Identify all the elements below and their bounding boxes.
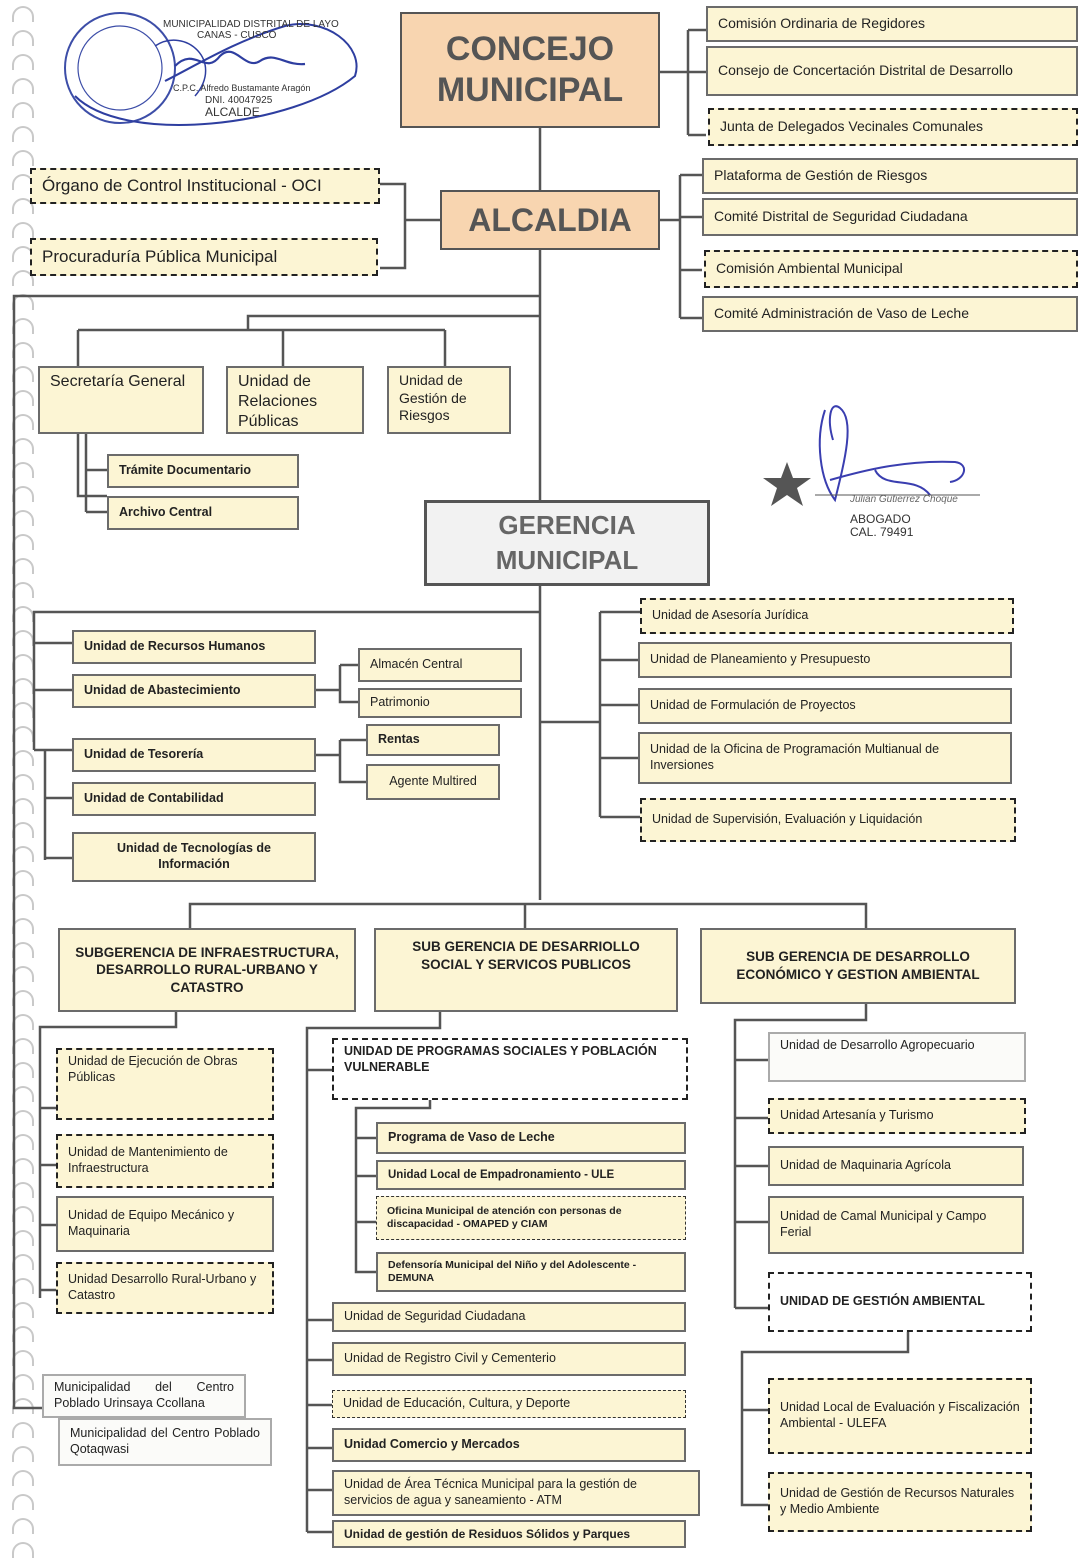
educacion-cultura: Unidad de Educación, Cultura, y Deporte xyxy=(332,1390,686,1418)
binding-ring-icon xyxy=(12,1446,34,1462)
stamp-abogado-role: ABOGADO xyxy=(850,512,911,526)
binding-ring-icon xyxy=(12,1422,34,1438)
binding-ring-icon xyxy=(12,6,34,22)
recursos-naturales: Unidad de Gestión de Recursos Naturales … xyxy=(768,1472,1032,1532)
concejo-committee: Consejo de Concertación Distrital de Des… xyxy=(706,46,1078,96)
binding-ring-icon xyxy=(12,1494,34,1510)
vaso-de-leche: Programa de Vaso de Leche xyxy=(376,1122,686,1154)
formulacion-proyectos: Unidad de Formulación de Proyectos xyxy=(638,688,1012,724)
archivo-central: Archivo Central xyxy=(107,496,299,530)
procuraduria: Procuraduría Pública Municipal xyxy=(30,238,378,276)
almacen-central: Almacén Central xyxy=(358,648,522,682)
binding-ring-icon xyxy=(12,30,34,46)
subgerencia-infraestructura: SUBGERENCIA DE INFRAESTRUCTURA, DESARROL… xyxy=(58,928,356,1012)
secretaria-general: Secretaría General xyxy=(38,366,204,434)
stamp-line2: CANAS - CUSCO xyxy=(197,30,277,41)
relaciones-publicas: Unidad de Relaciones Públicas xyxy=(226,366,364,434)
gestion-ambiental: UNIDAD DE GESTIÓN AMBIENTAL xyxy=(768,1272,1032,1332)
supervision-evaluacion: Unidad de Supervisión, Evaluación y Liqu… xyxy=(640,798,1016,842)
alcaldia-committee: Plataforma de Gestión de Riesgos xyxy=(702,158,1078,194)
tramite-documentario: Trámite Documentario xyxy=(107,454,299,488)
comercio-mercados: Unidad Comercio y Mercados xyxy=(332,1428,686,1462)
area-tecnica-atm: Unidad de Área Técnica Municipal para la… xyxy=(332,1470,700,1516)
abastecimiento: Unidad de Abastecimiento xyxy=(72,674,316,708)
programas-sociales: UNIDAD DE PROGRAMAS SOCIALES Y POBLACIÓN… xyxy=(332,1038,688,1100)
desarrollo-agropecuario: Unidad de Desarrollo Agropecuario xyxy=(768,1032,1026,1082)
binding-ring-icon xyxy=(12,150,34,166)
binding-ring-icon xyxy=(12,54,34,70)
empadronamiento-ule: Unidad Local de Empadronamiento - ULE xyxy=(376,1160,686,1190)
gerencia-line-2: MUNICIPAL xyxy=(495,545,639,575)
camal-municipal: Unidad de Camal Municipal y Campo Ferial xyxy=(768,1196,1024,1254)
rentas: Rentas xyxy=(366,724,500,756)
gestion-riesgos: Unidad de Gestión de Riesgos xyxy=(387,366,511,434)
alcaldia-box: ALCALDIA xyxy=(440,190,660,250)
mayor-stamp: MUNICIPALIDAD DISTRITAL DE LAYO CANAS - … xyxy=(55,6,365,141)
binding-ring-icon xyxy=(12,198,34,214)
binding-ring-icon xyxy=(12,78,34,94)
concejo-municipal-box: CONCEJO MUNICIPAL xyxy=(400,12,660,128)
stamp-abogado-name: Julian Gutierrez Choque xyxy=(850,494,958,505)
stamp-seal-icon xyxy=(64,12,358,126)
demuna: Defensoría Municipal del Niño y del Adol… xyxy=(376,1252,686,1292)
tesoreria: Unidad de Tesorería xyxy=(72,738,316,772)
planeamiento-presupuesto: Unidad de Planeamiento y Presupuesto xyxy=(638,642,1012,678)
subgerencia-desarrollo-social: SUB GERENCIA DE DESARRIOLLO SOCIAL Y SER… xyxy=(374,928,678,1012)
ulefa: Unidad Local de Evaluación y Fiscalizaci… xyxy=(768,1378,1032,1454)
equipo-mecanico: Unidad de Equipo Mecánico y Maquinaria xyxy=(56,1196,274,1252)
desarrollo-rural-urbano: Unidad Desarrollo Rural-Urbano y Catastr… xyxy=(56,1262,274,1314)
concejo-committee: Junta de Delegados Vecinales Comunales xyxy=(708,108,1078,146)
stamp-dni: DNI. 40047925 xyxy=(205,95,273,106)
stamp-name: C.P.C. Alfredo Bustamante Aragón xyxy=(173,83,311,93)
binding-ring-icon xyxy=(12,270,34,286)
maquinaria-agricola: Unidad de Maquinaria Agrícola xyxy=(768,1146,1024,1186)
seguridad-ciudadana: Unidad de Seguridad Ciudadana xyxy=(332,1302,686,1332)
asesoria-juridica: Unidad de Asesoría Jurídica xyxy=(640,598,1014,634)
stamp-abogado-cal: CAL. 79491 xyxy=(850,525,914,539)
contabilidad: Unidad de Contabilidad xyxy=(72,782,316,816)
concejo-committee: Comisión Ordinaria de Regidores xyxy=(706,6,1078,42)
stamp-role: ALCALDE xyxy=(205,105,260,119)
alcaldia-committee: Comisión Ambiental Municipal xyxy=(704,250,1078,288)
registro-civil: Unidad de Registro Civil y Cementerio xyxy=(332,1342,686,1376)
binding-ring-icon xyxy=(12,1470,34,1486)
control-institucional: Órgano de Control Institucional - OCI xyxy=(30,168,380,204)
alcaldia-committee: Comité Administración de Vaso de Leche xyxy=(702,296,1078,332)
lawyer-stamp: Julian Gutierrez Choque ABOGADO CAL. 794… xyxy=(755,400,995,550)
recursos-humanos: Unidad de Recursos Humanos xyxy=(72,630,316,664)
binding-ring-icon xyxy=(12,126,34,142)
patrimonio: Patrimonio xyxy=(358,688,522,718)
ejecucion-obras: Unidad de Ejecución de Obras Públicas xyxy=(56,1048,274,1120)
alcaldia-committee: Comité Distrital de Seguridad Ciudadana xyxy=(702,198,1078,236)
tecnologias-informacion: Unidad de Tecnologías de Información xyxy=(72,832,316,882)
concejo-line-1: CONCEJO xyxy=(445,30,615,69)
residuos-solidos: Unidad de gestión de Residuos Sólidos y … xyxy=(332,1520,686,1548)
concejo-line-2: MUNICIPAL xyxy=(436,71,624,109)
alcaldia-label: ALCALDIA xyxy=(468,201,632,238)
centro-poblado-urinsaya: Municipalidad del Centro Poblado Urinsay… xyxy=(42,1374,246,1418)
binding-ring-icon xyxy=(12,102,34,118)
centro-poblado-qotaqwasi: Municipalidad del Centro Poblado Qotaqwa… xyxy=(58,1418,272,1466)
agente-multired: Agente Multired xyxy=(366,764,500,800)
programacion-multianual: Unidad de la Oficina de Programación Mul… xyxy=(638,732,1012,784)
binding-ring-icon xyxy=(12,1518,34,1534)
subgerencia-desarrollo-economico: SUB GERENCIA DE DESARROLLO ECONÓMICO Y G… xyxy=(700,928,1016,1004)
mantenimiento-infraestructura: Unidad de Mantenimiento de Infraestructu… xyxy=(56,1134,274,1188)
signature-icon xyxy=(763,405,980,506)
gerencia-municipal-box: GERENCIA MUNICIPAL xyxy=(424,500,710,586)
stamp-line1: MUNICIPALIDAD DISTRITAL DE LAYO xyxy=(163,19,339,30)
omaped-ciam: Oficina Municipal de atención con person… xyxy=(376,1196,686,1240)
binding-ring-icon xyxy=(12,222,34,238)
gerencia-line-1: GERENCIA xyxy=(498,509,636,540)
artesania-turismo: Unidad Artesanía y Turismo xyxy=(768,1098,1026,1134)
